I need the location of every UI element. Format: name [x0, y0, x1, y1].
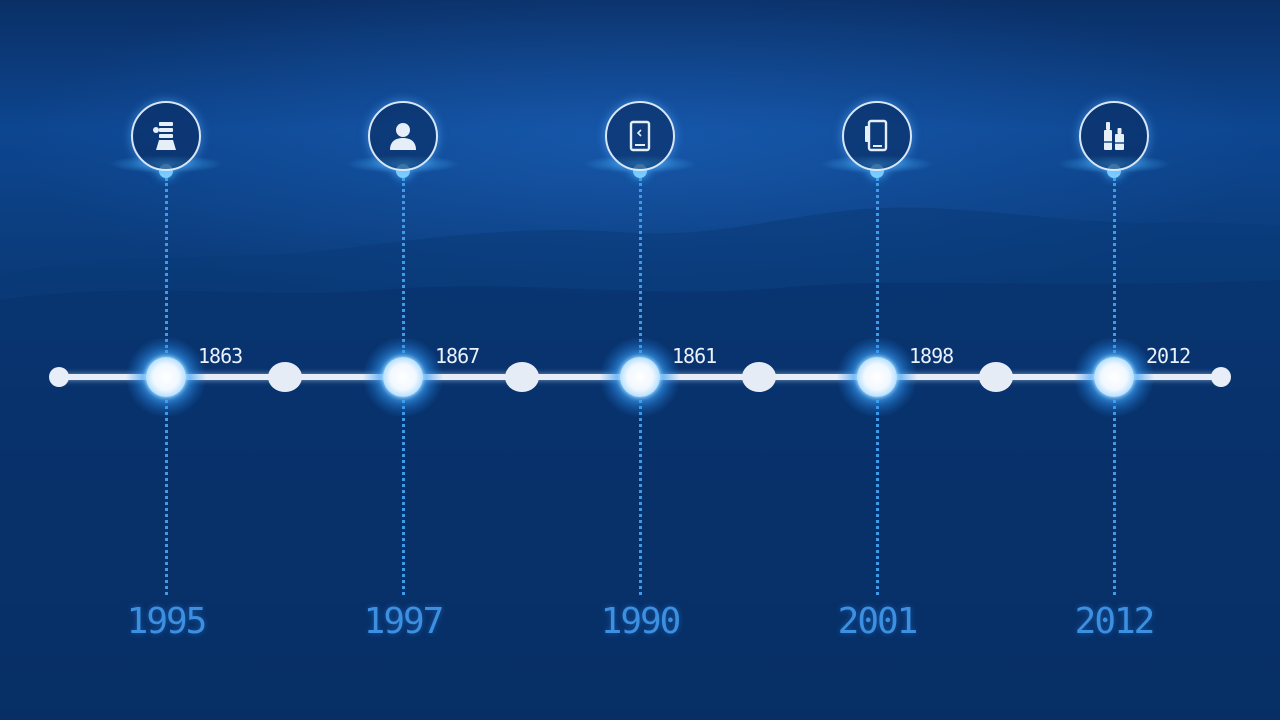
node-label: 2012 — [1146, 344, 1191, 368]
milestone-top-dotted-line — [639, 178, 642, 353]
milestone-bottom-dotted-line — [1113, 400, 1116, 595]
timeline-node — [383, 357, 423, 397]
milestone-top-dotted-line — [876, 178, 879, 353]
milestone-bottom-dotted-line — [165, 400, 168, 595]
user-icon — [368, 101, 438, 171]
phone-icon — [605, 101, 675, 171]
trophy-icon — [131, 101, 201, 171]
timeline-node — [857, 357, 897, 397]
axis-start-dot — [49, 367, 69, 387]
milestone-top-dotted-line — [1113, 178, 1116, 353]
connector-dot — [268, 362, 302, 392]
tablet-icon — [842, 101, 912, 171]
milestone-bottom-dotted-line — [876, 400, 879, 595]
timeline-node — [146, 357, 186, 397]
node-label: 1867 — [435, 344, 480, 368]
connector-dot — [979, 362, 1013, 392]
bottles-icon — [1079, 101, 1149, 171]
year-label: 1997 — [363, 601, 445, 642]
timeline-node — [620, 357, 660, 397]
milestone-bottom-dotted-line — [639, 400, 642, 595]
connector-dot — [742, 362, 776, 392]
axis-end-dot — [1211, 367, 1231, 387]
year-label: 1990 — [600, 601, 682, 642]
year-label: 2001 — [837, 601, 919, 642]
node-label: 1861 — [672, 344, 717, 368]
milestone-bottom-dotted-line — [402, 400, 405, 595]
timeline-node — [1094, 357, 1134, 397]
node-label: 1898 — [909, 344, 954, 368]
year-label: 2012 — [1074, 601, 1156, 642]
milestone-top-dotted-line — [402, 178, 405, 353]
milestone-top-dotted-line — [165, 178, 168, 353]
node-label: 1863 — [198, 344, 243, 368]
connector-dot — [505, 362, 539, 392]
year-label: 1995 — [126, 601, 208, 642]
